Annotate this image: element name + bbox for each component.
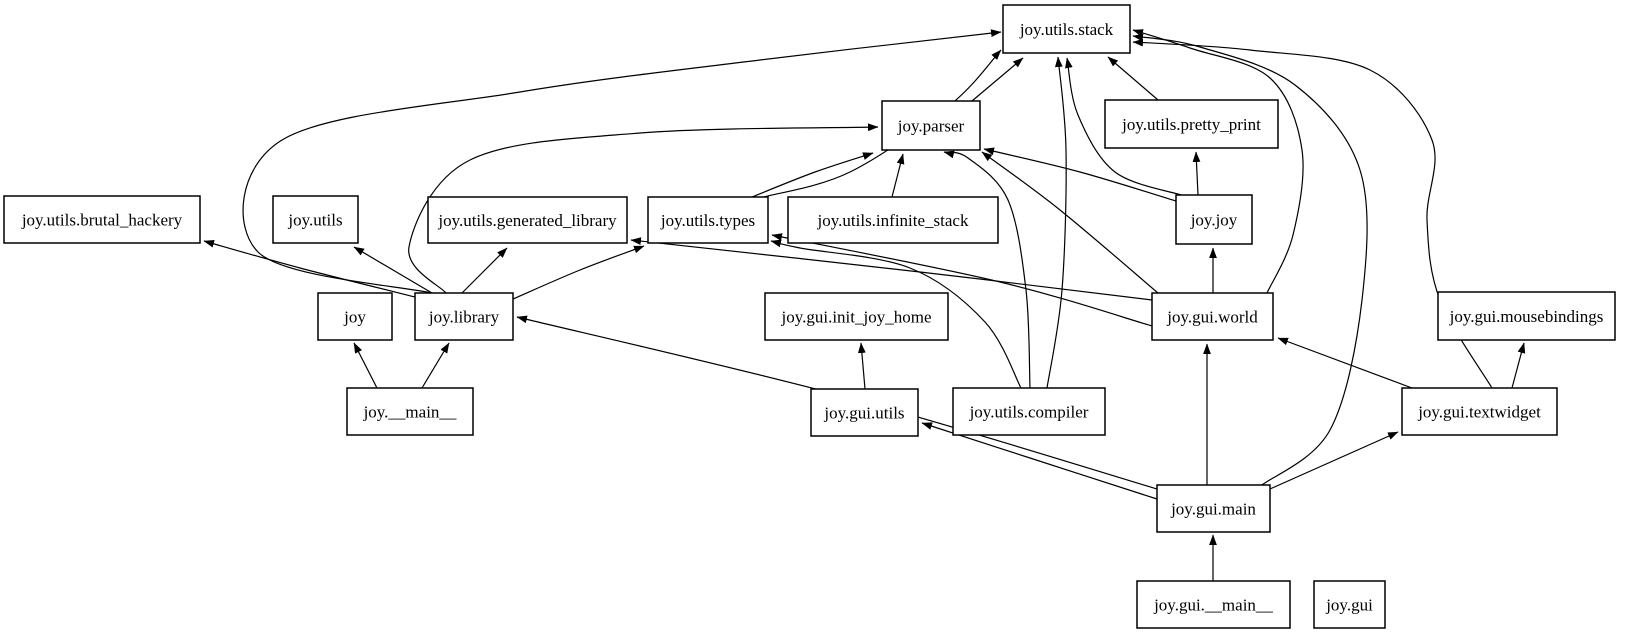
node-label-world: joy.gui.world — [1166, 308, 1258, 327]
node-box-stack — [1002, 4, 1131, 54]
node-box-library — [414, 292, 514, 341]
edge-compiler-to-types — [770, 239, 1022, 389]
node-box-gui_main — [1156, 484, 1271, 533]
node-label-types: joy.utils.types — [660, 211, 755, 230]
node-box-main_main — [346, 387, 474, 436]
node-label-library: joy.library — [428, 308, 500, 327]
node-box-pretty_print — [1104, 99, 1279, 149]
node-box-init_joy_home — [764, 292, 949, 341]
graph-node-world: joy.gui.world — [1151, 292, 1274, 341]
edge-world-to-stack — [1132, 29, 1304, 294]
node-label-mousebindings: joy.gui.mousebindings — [1449, 307, 1604, 326]
node-label-stack: joy.utils.stack — [1019, 20, 1114, 39]
edge-compiler-to-parser — [943, 150, 1031, 389]
node-box-utils — [272, 195, 359, 244]
node-box-gui_utils — [810, 388, 919, 437]
edge-gui_utils-to-init_joy_home — [857, 342, 866, 390]
graph-node-gui: joy.gui — [1313, 580, 1386, 629]
node-box-generated_library — [427, 196, 628, 244]
node-label-infinite_stack: joy.utils.infinite_stack — [817, 211, 969, 230]
node-label-main_main: joy.__main__ — [363, 403, 457, 422]
node-label-joy: joy — [343, 308, 366, 327]
graph-node-gui_utils: joy.gui.utils — [810, 388, 919, 437]
edge-pretty_print-to-stack — [1107, 56, 1159, 101]
edge-world-to-generated_library — [630, 237, 1153, 301]
edge-types-to-parser — [751, 152, 874, 198]
edge-compiler-to-stack — [1046, 56, 1067, 389]
node-label-gui_utils: joy.gui.utils — [823, 404, 904, 423]
graph-node-types: joy.utils.types — [647, 196, 769, 244]
edge-main_main-to-library — [421, 342, 450, 389]
graph-node-main_main: joy.__main__ — [346, 387, 474, 436]
node-box-mousebindings — [1437, 291, 1616, 341]
node-label-parser: joy.parser — [897, 117, 965, 136]
graph-node-parser: joy.parser — [881, 100, 981, 151]
edge-library-to-types — [512, 245, 645, 300]
node-box-gui — [1313, 580, 1386, 629]
node-label-pretty_print: joy.utils.pretty_print — [1121, 115, 1261, 134]
node-box-textwidget — [1401, 387, 1558, 436]
graph-node-mousebindings: joy.gui.mousebindings — [1437, 291, 1616, 341]
node-label-joy_joy: joy.joy — [1190, 211, 1238, 230]
edge-joy_joy-to-pretty_print — [1192, 151, 1201, 196]
node-box-gui_main_main — [1136, 580, 1291, 629]
node-box-types — [647, 196, 769, 244]
graph-node-joy: joy — [317, 292, 393, 341]
node-label-init_joy_home: joy.gui.init_joy_home — [780, 308, 931, 327]
edge-main_main-to-joy — [353, 342, 378, 389]
node-label-generated_library: joy.utils.generated_library — [437, 211, 617, 230]
graph-node-pretty_print: joy.utils.pretty_print — [1104, 99, 1279, 149]
graph-node-infinite_stack: joy.utils.infinite_stack — [787, 196, 999, 244]
edge-library-to-parser — [408, 123, 879, 294]
graph-node-stack: joy.utils.stack — [1002, 4, 1131, 54]
edge-joy_joy-to-parser — [983, 147, 1177, 202]
node-box-world — [1151, 292, 1274, 341]
node-label-gui_main_main: joy.gui.__main__ — [1153, 596, 1273, 615]
edge-library-to-generated_library — [461, 247, 508, 294]
graph-node-gui_main: joy.gui.main — [1156, 484, 1271, 533]
node-label-compiler: joy.utils.compiler — [969, 403, 1089, 422]
node-label-brutal_hackery: joy.utils.brutal_hackery — [21, 211, 183, 230]
edge-gui_main-to-textwidget — [1269, 431, 1399, 490]
node-label-textwidget: joy.gui.textwidget — [1417, 403, 1541, 422]
graph-node-init_joy_home: joy.gui.init_joy_home — [764, 292, 949, 341]
node-box-joy_joy — [1175, 194, 1253, 245]
edge-library-to-stack — [242, 29, 1002, 294]
edge-world-to-parser — [981, 151, 1159, 294]
edge-library-to-utils — [353, 246, 433, 294]
node-label-utils: joy.utils — [287, 211, 342, 230]
graph-node-compiler: joy.utils.compiler — [952, 387, 1106, 436]
node-box-brutal_hackery — [3, 195, 201, 244]
graph-node-textwidget: joy.gui.textwidget — [1401, 387, 1558, 436]
edge-library-to-brutal_hackery — [203, 239, 416, 298]
node-box-joy — [317, 292, 393, 341]
node-label-gui: joy.gui — [1325, 596, 1373, 615]
node-label-gui_main: joy.gui.main — [1170, 500, 1256, 519]
graph-node-utils: joy.utils — [272, 195, 359, 244]
graph-node-gui_main_main: joy.gui.__main__ — [1136, 580, 1291, 629]
graph-node-library: joy.library — [414, 292, 514, 341]
node-box-infinite_stack — [787, 196, 999, 244]
edge-parser-to-stack — [971, 57, 1024, 102]
graph-node-joy_joy: joy.joy — [1175, 194, 1253, 245]
node-box-parser — [881, 100, 981, 151]
node-box-compiler — [952, 387, 1106, 436]
graph-node-brutal_hackery: joy.utils.brutal_hackery — [3, 195, 201, 244]
edge-gui_main-to-stack — [1132, 33, 1368, 486]
edge-infinite_stack-to-parser — [891, 153, 905, 198]
edge-gui_main-to-gui_utils — [921, 422, 1158, 500]
edge-textwidget-to-mousebindings — [1511, 342, 1526, 389]
edge-joy_joy-to-stack — [1065, 57, 1182, 196]
graph-node-generated_library: joy.utils.generated_library — [427, 196, 628, 244]
edge-textwidget-to-world — [1277, 337, 1413, 389]
